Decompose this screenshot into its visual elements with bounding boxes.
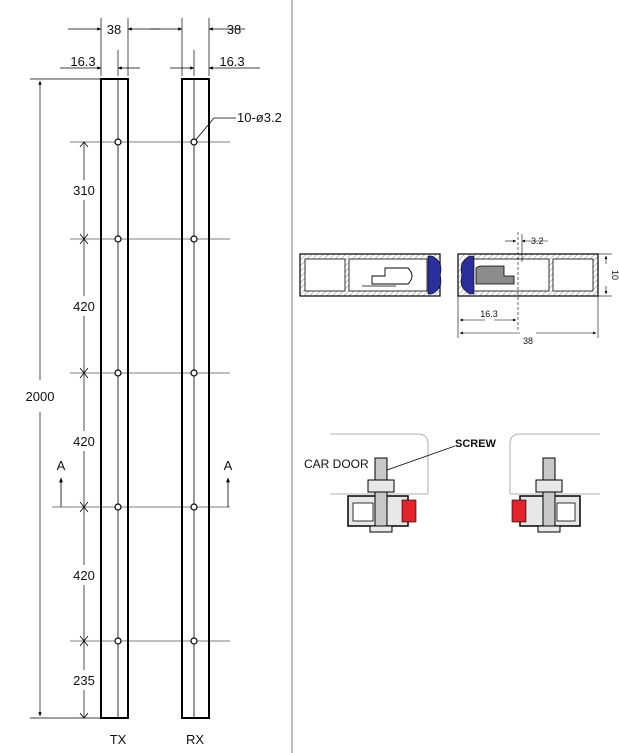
spacing-5: 235: [73, 673, 95, 688]
total-length-label: 2000: [26, 389, 55, 404]
spacing-1: 310: [73, 183, 95, 198]
mounting-holes: [114, 138, 198, 645]
elevation-view: 38 38 16.3 16.3 10-ø3.2 2000: [26, 18, 282, 747]
rx-label: RX: [186, 732, 204, 747]
tx-bar: [100, 78, 129, 719]
rx-offset-label: 16.3: [219, 54, 244, 69]
spacing-4: 420: [73, 568, 95, 583]
tx-width-label: 38: [107, 22, 121, 37]
cross-section-view: 3.2 10 16.3 38: [299, 232, 619, 346]
spacing-3: 420: [73, 434, 95, 449]
section-offset-label: 16.3: [480, 309, 498, 319]
section-marker-right: A: [224, 458, 233, 473]
tx-offset-label: 16.3: [70, 54, 95, 69]
car-door-label: CAR DOOR: [304, 457, 369, 471]
section-width-label: 38: [523, 336, 533, 346]
tx-label: TX: [110, 732, 127, 747]
screw-label: SCREW: [455, 438, 497, 450]
mounting-view: CAR DOOR SCREW: [304, 433, 600, 533]
spacing-2: 420: [73, 299, 95, 314]
hole-dia-label: 3.2: [531, 236, 544, 246]
section-marker-left: A: [57, 458, 66, 473]
height-label: 10: [610, 270, 619, 280]
spacing-dims: 310 420 420 420 235: [52, 141, 230, 719]
rx-bar: [181, 78, 210, 719]
holes-callout: 10-ø3.2: [237, 110, 282, 125]
rx-width-label: 38: [227, 22, 241, 37]
